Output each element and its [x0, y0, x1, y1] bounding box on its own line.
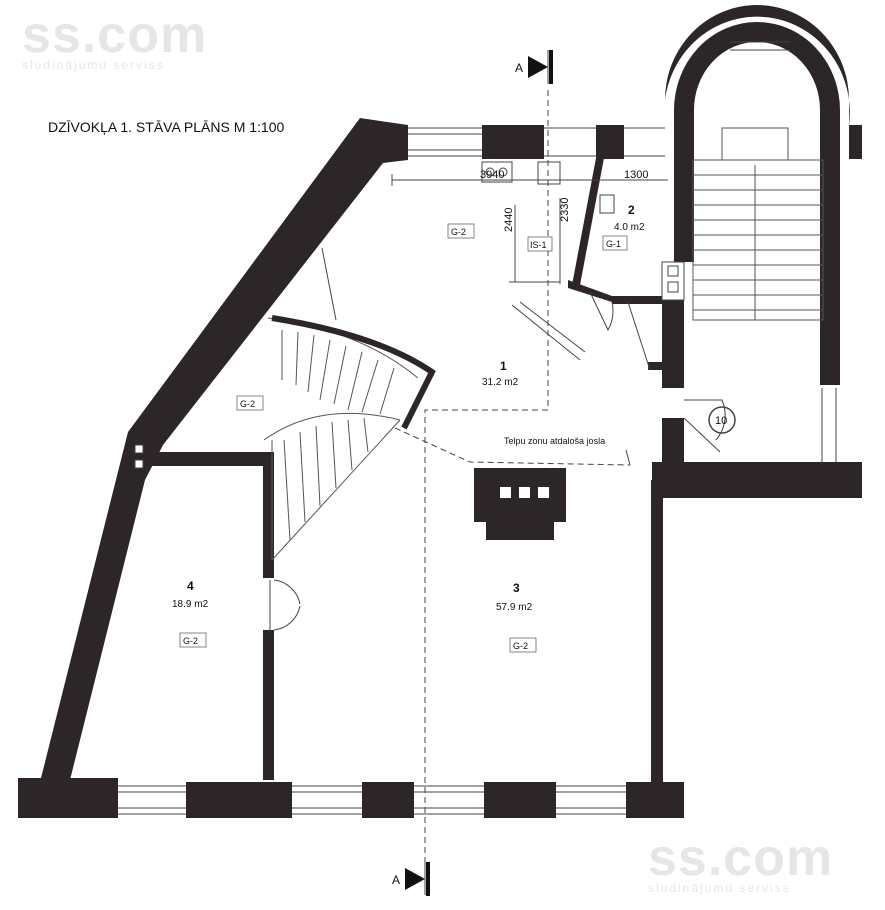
section-marker-top: A [515, 61, 523, 75]
bottom-wall-pier-3 [484, 782, 556, 818]
room-area-2: 4.0 m2 [614, 222, 645, 233]
fireplace [474, 468, 566, 540]
bathroom-wall-lower [568, 280, 612, 302]
bathroom-wall-right [612, 296, 672, 304]
bottom-wall-pier-1 [186, 782, 292, 818]
room-tag-g2: G-2 [240, 399, 255, 409]
dimension-label: 2330 [559, 198, 571, 222]
internal-stair [263, 315, 436, 561]
room-tag-is1: IS-1 [530, 240, 547, 250]
bottom-wall-pier-2 [362, 782, 414, 818]
top-wall-pier-2 [596, 125, 624, 159]
room-area-1: 31.2 m2 [482, 377, 519, 388]
watermark-brand: ss.com [648, 829, 834, 887]
wall-room3-right [651, 480, 663, 784]
bottom-wall-right [626, 782, 684, 818]
bottom-wall-left [18, 778, 118, 818]
dimension-label: 1300 [624, 169, 648, 181]
room-number-1: 1 [500, 359, 507, 373]
stair-tower-right-lower [820, 462, 862, 498]
watermark-brand: ss.com [22, 6, 208, 64]
room-number-4: 4 [187, 579, 194, 593]
bathroom-partition [572, 158, 604, 285]
section-arrows [405, 50, 553, 896]
watermark-tagline: sludinājumu serviss [648, 881, 791, 895]
fireplace-hole [538, 487, 549, 498]
room-area-4: 18.9 m2 [172, 599, 209, 610]
zone-note: Telpu zonu atdaloša josla [504, 436, 605, 446]
wall-corridor-step [648, 362, 684, 388]
section-marker-bottom: A [392, 873, 400, 887]
room-area-3: 57.9 m2 [496, 602, 533, 613]
room-tag-g2: G-2 [183, 636, 198, 646]
wall-room4-right [263, 452, 274, 578]
watermark-bottom: ss.com sludinājumu serviss [648, 829, 834, 895]
plan-title: DZĪVOKĻA 1. STĀVA PLĀNS M 1:100 [48, 119, 285, 135]
room-tag-g1: G-1 [606, 239, 621, 249]
wall-room4-right-lower [263, 630, 274, 780]
room-tags [179, 223, 628, 653]
fireplace-openings [500, 487, 549, 498]
wall-corridor-lower [662, 418, 684, 462]
stair-tower-arc [674, 22, 840, 385]
left-diagonal-wall [40, 118, 408, 782]
fireplace-hole [519, 487, 530, 498]
room-number-2: 2 [628, 203, 635, 217]
dimension-label: 3940 [480, 169, 504, 181]
watermark-top: ss.com sludinājumu serviss [22, 6, 208, 72]
watermark-tagline: sludinājumu serviss [22, 58, 165, 72]
room-tag-g2: G-2 [513, 641, 528, 651]
room-tag-g2: G-2 [451, 227, 466, 237]
tower-stairs [692, 127, 824, 321]
entrance-number: 10 [715, 415, 727, 427]
windows [118, 41, 837, 815]
top-wall-pier-1 [482, 125, 544, 159]
dimension-label: 2440 [503, 208, 515, 232]
walls [18, 5, 862, 818]
stair-tower-right-pier [849, 125, 862, 159]
room-number-3: 3 [513, 581, 520, 595]
fireplace-hole [500, 487, 511, 498]
wall-room4-top [150, 452, 274, 466]
